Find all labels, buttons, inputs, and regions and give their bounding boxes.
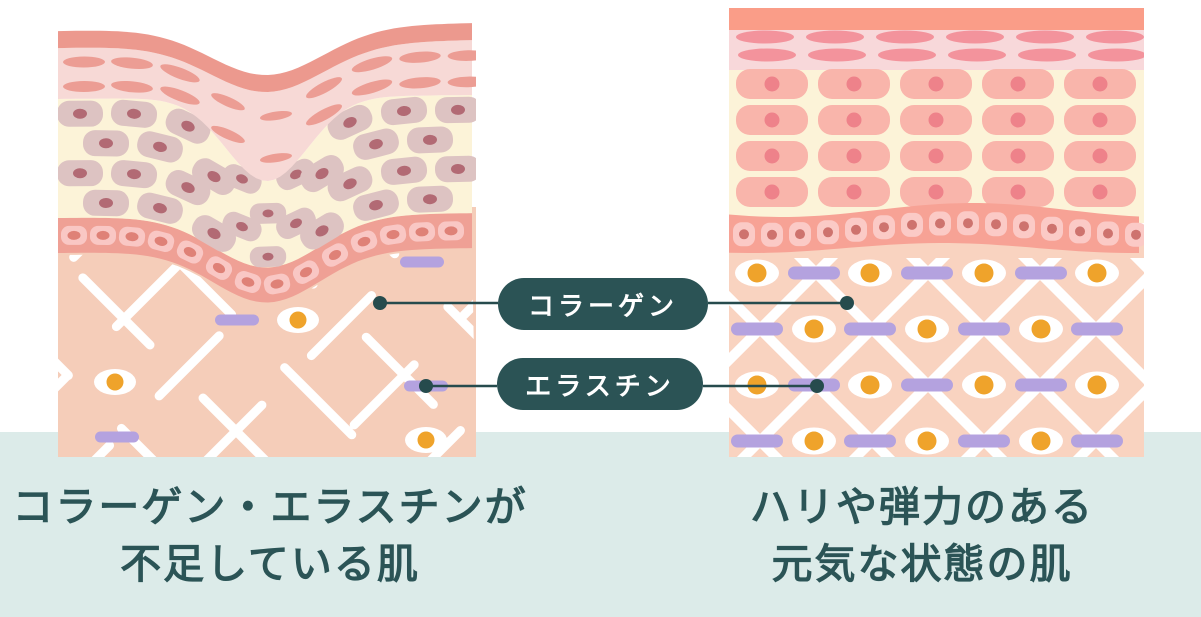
healthy-skin-diagram xyxy=(729,8,1144,457)
wrinkled-skin-diagram xyxy=(58,23,476,457)
caption-right: ハリや弾力のある 元気な状態の肌 xyxy=(660,479,1184,592)
caption-left-line2: 不足している肌 xyxy=(120,539,420,588)
caption-left: コラーゲン・エラスチンが 不足している肌 xyxy=(0,479,540,592)
collagen-label: コラーゲン xyxy=(527,291,678,322)
elastin-label-pill: エラスチン xyxy=(497,358,703,410)
caption-right-line2: 元気な状態の肌 xyxy=(771,539,1073,588)
caption-left-line1: コラーゲン・エラスチンが xyxy=(12,483,528,531)
caption-right-line1: ハリや弾力のある xyxy=(750,483,1094,531)
collagen-label-pill: コラーゲン xyxy=(498,278,708,330)
elastin-label: エラスチン xyxy=(525,371,675,402)
footer-band xyxy=(0,432,1201,617)
